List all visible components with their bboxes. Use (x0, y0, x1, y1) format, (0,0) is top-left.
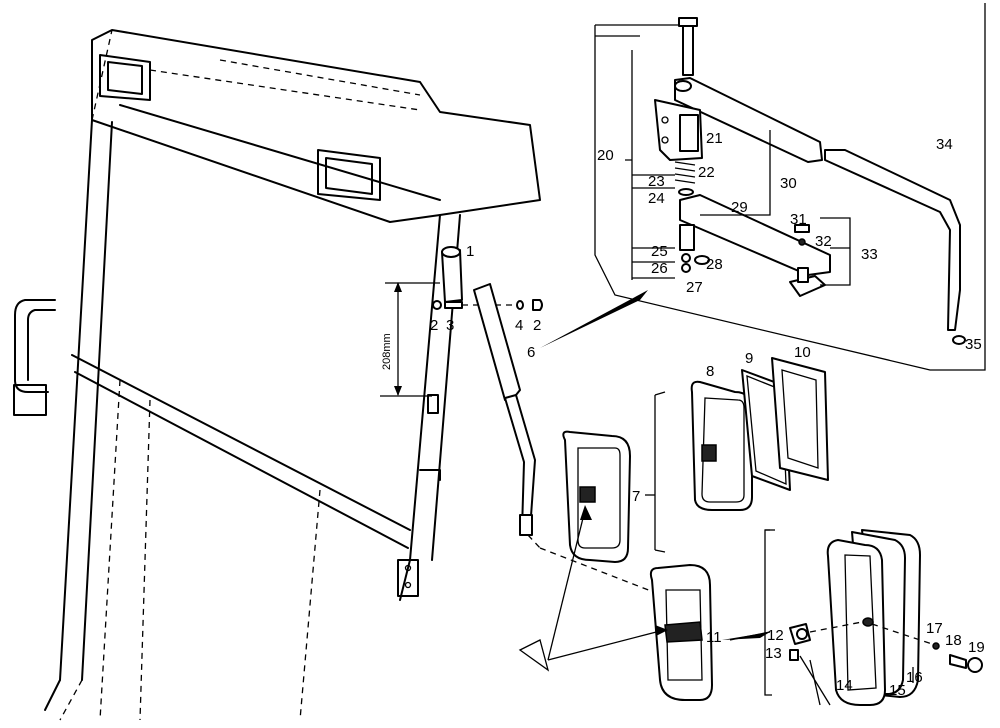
mirror-arm (473, 283, 701, 611)
callout-19: 19 (968, 639, 985, 656)
callout-25: 25 (651, 243, 668, 260)
inset-detail (594, 3, 986, 371)
callout-12: 12 (767, 627, 784, 644)
callout-35: 35 (965, 336, 982, 353)
callout-30: 30 (780, 175, 797, 192)
callout-2-left: 2 (430, 317, 438, 334)
callout-13: 13 (765, 645, 782, 662)
callout-28: 28 (706, 256, 723, 273)
callout-4: 4 (515, 317, 523, 334)
callout-20: 20 (597, 147, 614, 164)
tractor-cab (13, 29, 541, 721)
callout-29: 29 (731, 199, 748, 216)
callout-15: 15 (889, 682, 906, 699)
mirror-housing (690, 380, 753, 511)
callout-3: 3 (446, 317, 454, 334)
callout-23: 23 (648, 173, 665, 190)
callout-31: 31 (790, 211, 807, 228)
callout-labels: 1 2 3 4 2 6 7 8 9 10 11 12 13 14 15 16 1… (430, 130, 985, 699)
callout-26: 26 (651, 260, 668, 277)
mirror-large (764, 529, 983, 706)
dimension-text: 208mm (381, 333, 393, 370)
callout-10: 10 (794, 344, 811, 361)
callout-18: 18 (945, 632, 962, 649)
callout-2-right: 2 (533, 317, 541, 334)
callout-27: 27 (686, 279, 703, 296)
mirror-rear (649, 564, 713, 701)
pointer-arrows (518, 505, 771, 672)
callout-11: 11 (706, 629, 722, 646)
callout-33: 33 (861, 246, 878, 263)
callout-24: 24 (648, 190, 665, 207)
callout-14: 14 (836, 677, 853, 694)
callout-1: 1 (466, 243, 474, 260)
callout-21: 21 (706, 130, 723, 147)
callout-17: 17 (926, 620, 943, 637)
callout-32: 32 (815, 233, 832, 250)
callout-8: 8 (706, 363, 714, 380)
callout-9: 9 (745, 350, 753, 367)
callout-16: 16 (906, 669, 923, 686)
dimension-208mm: 208mm (380, 282, 440, 397)
callout-6: 6 (527, 344, 535, 361)
callout-34: 34 (936, 136, 953, 153)
callout-22: 22 (698, 164, 715, 181)
mirror-seal (771, 357, 829, 481)
callout-7: 7 (632, 488, 640, 505)
mounting-bracket (441, 246, 463, 303)
